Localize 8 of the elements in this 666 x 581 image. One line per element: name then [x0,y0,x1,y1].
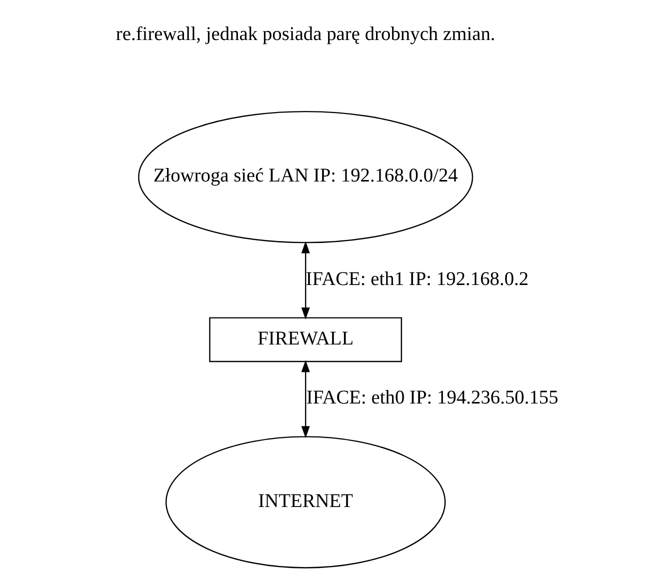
arrow [300,241,310,320]
arrow [300,360,310,438]
label: re.firewall, jednak posiada parę drobnych zmian. [115,24,495,45]
node-ellipse: INTERNET [164,436,446,568]
node-box: FIREWALL [208,317,402,362]
edge-label: IFACE: eth0 IP: 194.236.50.155 [306,388,558,409]
edge-label: IFACE: eth1 IP: 192.168.0.2 [305,268,528,290]
node-ellipse: Złowroga sieć LAN IP: 192.168.0.0/24 [138,110,473,244]
